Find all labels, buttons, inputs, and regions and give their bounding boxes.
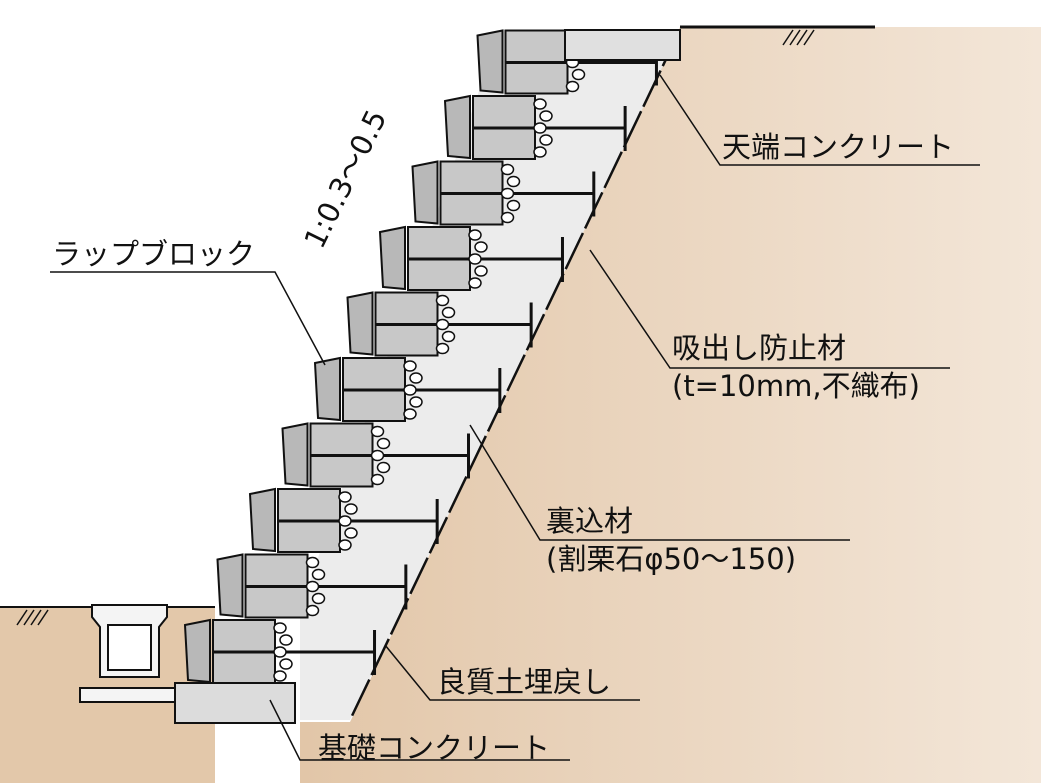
natural-ground [300, 27, 1041, 783]
cobble-stone [533, 122, 547, 134]
cobble-stone [441, 330, 456, 343]
cobble-stone [409, 396, 423, 408]
cobble-stone [279, 634, 293, 646]
block-face [476, 29, 504, 94]
top-concrete [564, 29, 681, 61]
cobble-stone [305, 604, 320, 617]
cobble-stone [305, 580, 320, 593]
cobble-stone [273, 646, 287, 658]
label-drain-prevention-spec: (t=10mm,不織布) [672, 369, 920, 403]
cobble-stone [338, 515, 352, 527]
foundation-concrete [174, 682, 296, 724]
cobble-stone [435, 342, 450, 355]
block-face [183, 618, 211, 684]
block-face [378, 225, 406, 291]
cobble-stone [311, 568, 326, 581]
cobble-stone [468, 229, 482, 241]
cobble-stone [500, 187, 515, 200]
cobble-stone [474, 265, 488, 277]
cobble-stone [533, 98, 547, 110]
cobble-stone [311, 592, 326, 605]
cobble-stone [344, 527, 358, 539]
cobble-stone [409, 372, 423, 384]
block-face [346, 291, 374, 356]
label-backfill: 裏込材 [546, 504, 634, 538]
drainage-gutter [79, 604, 176, 703]
block-face [411, 160, 439, 225]
cobble-stone [565, 80, 580, 93]
cobble-stone [500, 163, 515, 176]
block-face [281, 422, 309, 487]
cobble-stone [571, 68, 586, 81]
cobble-stone [273, 622, 287, 634]
cobble-stone [376, 461, 391, 474]
label-drain-prevention: 吸出し防止材 [672, 331, 847, 365]
backfill-zone [300, 30, 680, 720]
cobble-stone [370, 473, 385, 486]
cobble-stone [435, 318, 450, 331]
cobble-stone [370, 449, 385, 462]
cobble-stone [403, 384, 417, 396]
cobble-stone [474, 241, 488, 253]
block-face [248, 487, 276, 553]
cobble-stone [468, 277, 482, 289]
cobble-stone [403, 360, 417, 372]
cobble-stone [533, 146, 547, 158]
cobble-stone [441, 306, 456, 319]
cobble-stone [305, 556, 320, 569]
cobble-stone [273, 670, 287, 682]
cobble-stone [506, 199, 521, 212]
block-face [313, 356, 341, 422]
label-foundation-concrete: 基礎コンクリート [318, 731, 551, 765]
cobble-stone [539, 110, 553, 122]
cobble-stone [338, 491, 352, 503]
cobble-stone [468, 253, 482, 265]
cobble-stone [403, 408, 417, 420]
label-wrap-block: ラップブロック [52, 237, 256, 271]
cobble-stone [506, 175, 521, 188]
block-face [216, 553, 244, 618]
ground-hatch-icon [16, 29, 815, 626]
block-face [443, 94, 471, 160]
cobble-stone [435, 294, 450, 307]
label-top-concrete: 天端コンクリート [722, 130, 955, 164]
cobble-stone [500, 211, 515, 224]
label-soil-backfill: 良質土埋戻し [437, 665, 612, 699]
cobble-stone [338, 539, 352, 551]
cobble-stone [376, 437, 391, 450]
cobble-stone [539, 134, 553, 146]
cobble-stone [279, 658, 293, 670]
label-backfill-spec: (割栗石φ50～150) [546, 542, 797, 576]
cobble-stone [344, 503, 358, 515]
cobble-stone [370, 425, 385, 438]
